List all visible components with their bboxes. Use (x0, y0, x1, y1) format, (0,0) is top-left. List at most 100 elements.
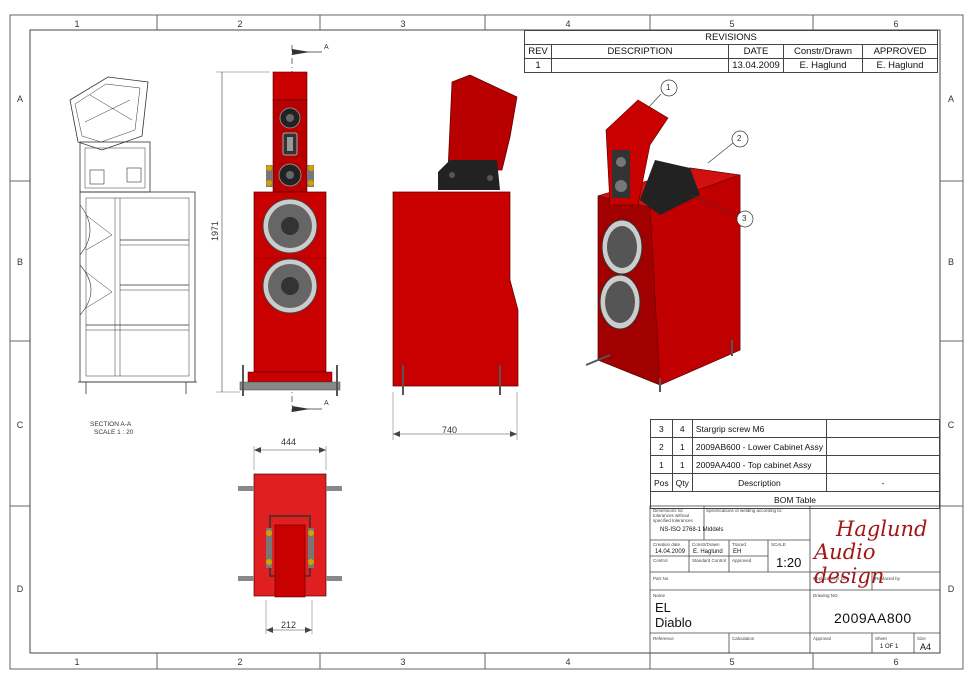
part-label: Part No (653, 576, 669, 581)
bom-cell: 2 (650, 437, 673, 456)
top-view (238, 446, 342, 634)
bom-cell: 1 (650, 455, 673, 474)
zone-col-6: 6 (893, 19, 899, 29)
bom-cell (826, 455, 940, 474)
bom-table: 3 4 Stargrip screw M6 2 1 2009AB600 - Lo… (650, 419, 940, 509)
bom-cell: 1 (671, 437, 693, 456)
created-value: 14.04.2009 (655, 549, 686, 555)
dim-width-bottom: 212 (281, 620, 297, 630)
revisions-header: REV DESCRIPTION DATE Constr/Drawn APPROV… (524, 44, 938, 59)
rev-col-rev: REV (524, 44, 552, 59)
zone-col-2-bottom: 2 (237, 657, 243, 667)
traced-label: Traced (732, 542, 746, 547)
zone-col-3-bottom: 3 (400, 657, 406, 667)
zone-col-6-bottom: 6 (893, 657, 899, 667)
created-label: Creation date (653, 542, 681, 547)
control-label: Control (653, 558, 668, 563)
bom-cell (826, 437, 940, 456)
zone-row-b: B (16, 257, 23, 267)
table-row: 2 1 2009AB600 - Lower Cabinet Assy (650, 437, 940, 456)
section-scale: SCALE 1 : 20 (94, 429, 134, 436)
bom-cell: 3 (650, 419, 673, 438)
revisions-title: REVISIONS (524, 30, 938, 45)
sheet-label: Sheet (875, 636, 887, 641)
weld-note: Specifications of welding according to: (706, 508, 783, 513)
bom-col-description: Description (691, 473, 828, 492)
zone-col-4-bottom: 4 (565, 657, 571, 667)
balloon-1: 1 (666, 83, 671, 92)
drawing-no-label: Drawing NO. (813, 593, 839, 598)
bom-col-extra: - (826, 473, 940, 492)
table-row: 1 13.04.2009 E. Haglund E. Haglund (524, 58, 938, 73)
calculation-label: Calculation (732, 636, 755, 641)
zone-col-4: 4 (565, 19, 571, 29)
bom-cell: 2009AA400 - Top cabinet Assy (691, 455, 828, 474)
table-row: 1 1 2009AA400 - Top cabinet Assy (650, 455, 940, 474)
zone-row-c-right: C (947, 420, 955, 430)
zone-row-a-right: A (947, 94, 954, 104)
scale-value: 1:20 (776, 555, 802, 570)
construct-value: E. Haglund (693, 549, 723, 555)
rev-cell: 1 (524, 58, 552, 73)
tolerance-note: Dimensions for tolerances without specif… (653, 508, 693, 523)
section-view (69, 76, 197, 394)
drawing-name: EL Diablo (655, 600, 692, 630)
zone-row-b-right: B (947, 257, 954, 267)
bom-col-qty: Qty (671, 473, 693, 492)
section-marker-top: A (324, 44, 329, 51)
rev-cell: 13.04.2009 (728, 58, 784, 73)
bom-cell (826, 419, 940, 438)
brand-logo-line2: Audio design (814, 540, 885, 588)
side-view (392, 74, 519, 440)
bom-cell: 2009AB600 - Lower Cabinet Assy (691, 437, 828, 456)
iso-view (585, 79, 754, 392)
outer-frame (9, 14, 964, 670)
zone-col-5-bottom: 5 (729, 657, 735, 667)
zone-col-2: 2 (237, 19, 243, 29)
zone-col-5: 5 (729, 19, 735, 29)
sheet-value: 1 OF 1 (880, 644, 899, 650)
rev-col-drawn: Constr/Drawn (783, 44, 863, 59)
section-caption: SECTION A-A (90, 421, 132, 428)
traced-value: EH (733, 549, 742, 555)
revisions-table: REVISIONS REV DESCRIPTION DATE Constr/Dr… (524, 30, 938, 73)
drawing-number: 2009AA800 (834, 610, 912, 626)
dim-height: 1971 (210, 220, 221, 242)
rev-col-approved: APPROVED (862, 44, 938, 59)
tolerance-standard: NS-ISO 2768-1 Middels (660, 527, 724, 533)
dim-width-top: 444 (281, 437, 297, 447)
bom-cell: Stargrip screw M6 (691, 419, 828, 438)
reference-label: Reference (653, 636, 674, 641)
table-row: 3 4 Stargrip screw M6 (650, 419, 940, 438)
zone-row-c: C (16, 420, 24, 430)
replacement-label: Replacement for (813, 576, 847, 581)
titleblock-lines (649, 505, 941, 654)
balloon-2: 2 (737, 134, 742, 143)
section-marker-bottom: A (324, 400, 329, 407)
name-label: Name (653, 593, 666, 598)
zone-col-1-bottom: 1 (74, 657, 80, 667)
bom-cell: 1 (671, 455, 693, 474)
std-control-label: Standard Control (692, 558, 727, 563)
size-label: Size (917, 636, 926, 641)
approval-label: Approval (813, 636, 831, 641)
bom-cell: 4 (671, 419, 693, 438)
replaced-label: Replaced by (875, 576, 901, 581)
zone-row-a: A (16, 94, 23, 104)
dim-depth: 740 (442, 425, 458, 435)
bom-col-pos: Pos (650, 473, 673, 492)
rev-cell (551, 58, 729, 73)
balloon-3: 3 (742, 214, 747, 223)
rev-col-date: DATE (728, 44, 784, 59)
rev-col-description: DESCRIPTION (551, 44, 729, 59)
zone-col-3: 3 (400, 19, 406, 29)
bom-header: Pos Qty Description - (650, 473, 940, 492)
construct-label: Constr/Drawn (692, 542, 720, 547)
scale-label: SCALE (771, 542, 786, 547)
zone-row-d: D (16, 584, 24, 594)
front-view (216, 45, 341, 412)
zone-ticks (10, 15, 963, 669)
size-value: A4 (920, 642, 932, 652)
bom-caption: BOM Table (650, 491, 940, 509)
